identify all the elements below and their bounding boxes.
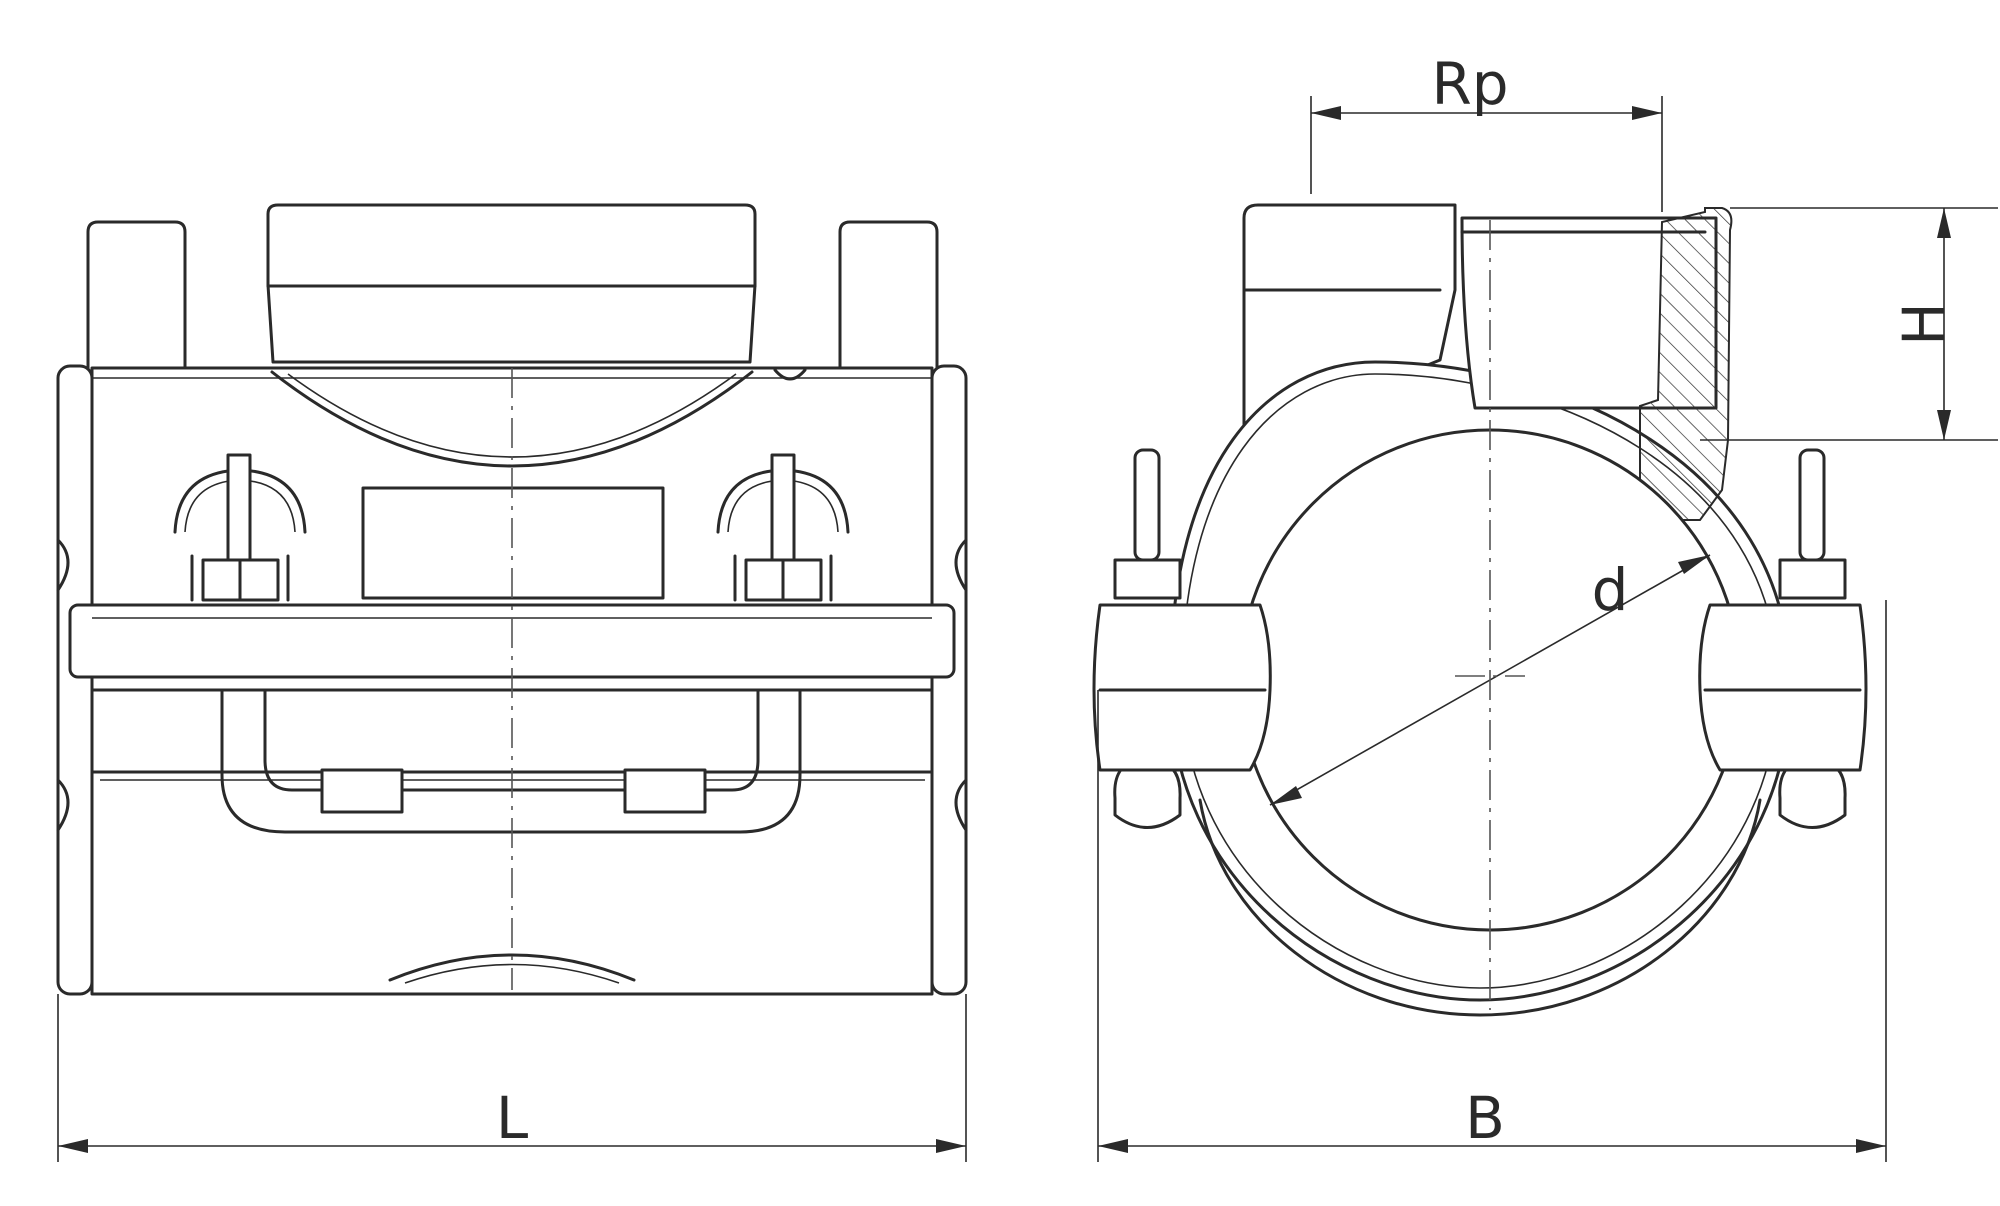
front-right-flange <box>930 364 968 996</box>
front-inspection-window <box>388 953 636 982</box>
dimension-rp: Rp <box>1310 50 1663 212</box>
front-right-tab <box>623 768 707 814</box>
front-left-bolt <box>173 453 307 602</box>
dimension-d-label: d <box>1592 556 1629 624</box>
front-saddle-curve <box>270 370 754 468</box>
side-threaded-outlet <box>1460 216 1718 410</box>
dimension-b-label: B <box>1465 1084 1505 1152</box>
side-section-hatch <box>1639 207 1733 521</box>
front-view <box>56 203 968 996</box>
dimension-h-label: H <box>1890 302 1958 346</box>
front-u-bracket <box>220 688 802 834</box>
dimension-h: H <box>1700 207 1998 441</box>
dimension-l-label: L <box>496 1084 528 1152</box>
front-left-tab <box>320 768 404 814</box>
front-left-flange <box>56 364 94 996</box>
front-label-plate <box>361 486 665 600</box>
side-right-lug <box>1698 603 1868 772</box>
front-right-pin <box>838 220 939 372</box>
side-left-lug <box>1092 603 1272 772</box>
dimension-rp-label: Rp <box>1431 50 1508 118</box>
dimension-b: B <box>1097 600 1887 1162</box>
front-branch-tower <box>266 203 757 364</box>
side-lower-shell <box>1198 798 1762 1017</box>
front-left-pin <box>86 220 187 372</box>
side-left-bolt <box>1113 448 1182 829</box>
front-right-bolt <box>716 453 850 602</box>
front-lower-body <box>90 688 934 996</box>
side-view: d <box>1092 203 1868 1017</box>
dimension-l: L <box>57 994 967 1162</box>
